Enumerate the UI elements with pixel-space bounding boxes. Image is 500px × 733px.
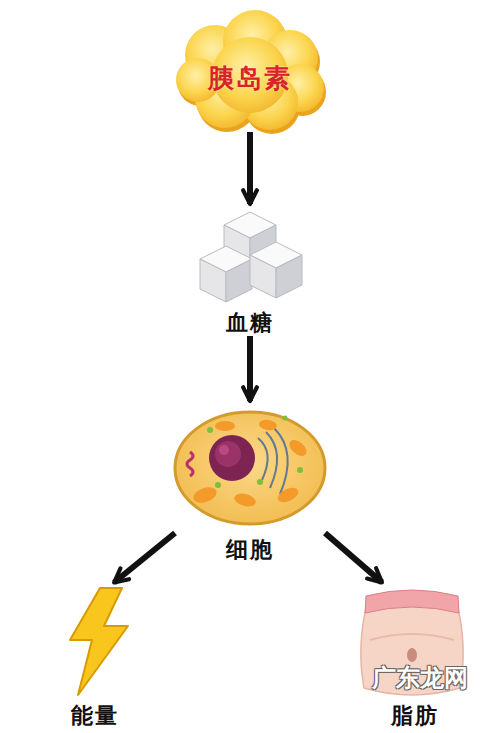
insulin-blob <box>176 10 326 134</box>
flow-arrow <box>114 533 175 582</box>
node-label: 血糖 <box>226 310 274 336</box>
cell-node: 细胞 <box>175 405 325 563</box>
cell-picture <box>175 412 325 524</box>
energy-node: 能量 <box>55 585 135 729</box>
node-label: 细胞 <box>226 537 274 563</box>
node-label: 能量 <box>71 703 119 729</box>
fat-node: 脂肪 <box>355 585 475 729</box>
sugar-cubes <box>200 212 302 302</box>
flow-arrow <box>325 533 382 582</box>
insulin-label: 胰岛素 <box>208 63 292 93</box>
blood-sugar-node: 血糖 <box>200 208 300 336</box>
flow-arrow <box>247 132 253 204</box>
node-label: 脂肪 <box>391 703 439 729</box>
lightning-icon <box>70 588 128 695</box>
flow-arrow <box>247 336 253 401</box>
insulin-node: 胰岛素 <box>180 8 320 132</box>
watermark: 广东龙网 <box>372 662 468 694</box>
